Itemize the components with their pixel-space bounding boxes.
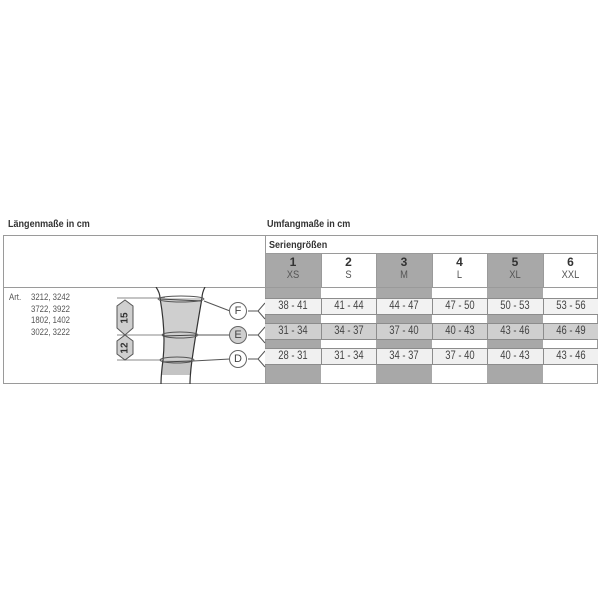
- article-line: 3212, 3242: [31, 292, 70, 303]
- knee-diagram-icon: 15 12: [116, 287, 266, 384]
- size-header-5: 5 XL: [487, 253, 543, 287]
- size-number: 5: [511, 255, 519, 269]
- length-lower: 12: [120, 342, 131, 354]
- size-header-1: 1 XS: [265, 253, 321, 287]
- table-cell: 31 - 34: [333, 350, 364, 362]
- table-cell: 38 - 41: [278, 300, 308, 312]
- size-number: 3: [400, 255, 408, 269]
- size-header-3: 3 M: [376, 253, 432, 287]
- table-cell: 47 - 50: [444, 300, 475, 312]
- length-heading: Längenmaße in cm: [8, 218, 90, 230]
- table-cell: 28 - 31: [278, 350, 308, 362]
- size-label: XXL: [561, 269, 580, 281]
- size-label: L: [456, 269, 463, 281]
- article-line: 3722, 3922: [31, 303, 70, 315]
- table-cell: 40 - 43: [444, 325, 475, 337]
- size-label: M: [400, 269, 408, 281]
- measure-point-e: E: [229, 326, 247, 344]
- divider: [487, 253, 488, 287]
- article-line: 3022, 3222: [31, 326, 70, 338]
- table-cell: 43 - 46: [555, 350, 586, 362]
- table-cell: 43 - 46: [500, 325, 530, 337]
- divider: [321, 253, 322, 287]
- size-number: 4: [456, 255, 463, 269]
- article-line: 1802, 1402: [31, 315, 70, 326]
- measure-point-f: F: [229, 302, 247, 320]
- table-cell: 44 - 47: [389, 300, 419, 312]
- table-row-f: 38 - 41 41 - 44 44 - 47 47 - 50 50 - 53 …: [265, 298, 598, 315]
- series-sizes-label: Seriengrößen: [269, 239, 328, 251]
- size-number: 1: [289, 255, 297, 269]
- divider: [432, 253, 433, 287]
- table-cell: 34 - 37: [389, 350, 419, 362]
- table-cell: 50 - 53: [500, 300, 530, 312]
- size-label: XL: [509, 269, 521, 281]
- length-upper: 15: [120, 312, 131, 324]
- table-cell: 34 - 37: [333, 325, 364, 337]
- divider: [376, 253, 377, 287]
- size-header-6: 6 XXL: [543, 253, 598, 287]
- table-cell: 37 - 40: [389, 325, 419, 337]
- measure-point-d: D: [229, 350, 247, 368]
- table-cell: 46 - 49: [555, 325, 586, 337]
- size-number: 6: [567, 255, 574, 269]
- divider: [265, 253, 598, 254]
- article-label: Art.: [9, 292, 22, 303]
- table-row-d: 28 - 31 31 - 34 34 - 37 37 - 40 40 - 43 …: [265, 348, 598, 365]
- table-row-e: 31 - 34 34 - 37 37 - 40 40 - 43 43 - 46 …: [265, 323, 598, 340]
- table-cell: 40 - 43: [500, 350, 530, 362]
- table-cell: 41 - 44: [333, 300, 364, 312]
- circumference-heading: Umfangmaße in cm: [267, 218, 351, 230]
- article-numbers: 3212, 3242 3722, 3922 1802, 1402 3022, 3…: [31, 292, 70, 338]
- table-cell: 31 - 34: [278, 325, 308, 337]
- size-number: 2: [345, 255, 352, 269]
- table-cell: 53 - 56: [555, 300, 586, 312]
- divider: [543, 253, 544, 287]
- divider: [3, 287, 598, 288]
- table-cell: 37 - 40: [444, 350, 475, 362]
- size-label: XS: [286, 269, 300, 281]
- size-header-4: 4 L: [432, 253, 487, 287]
- size-header-2: 2 S: [321, 253, 376, 287]
- size-label: S: [345, 269, 352, 281]
